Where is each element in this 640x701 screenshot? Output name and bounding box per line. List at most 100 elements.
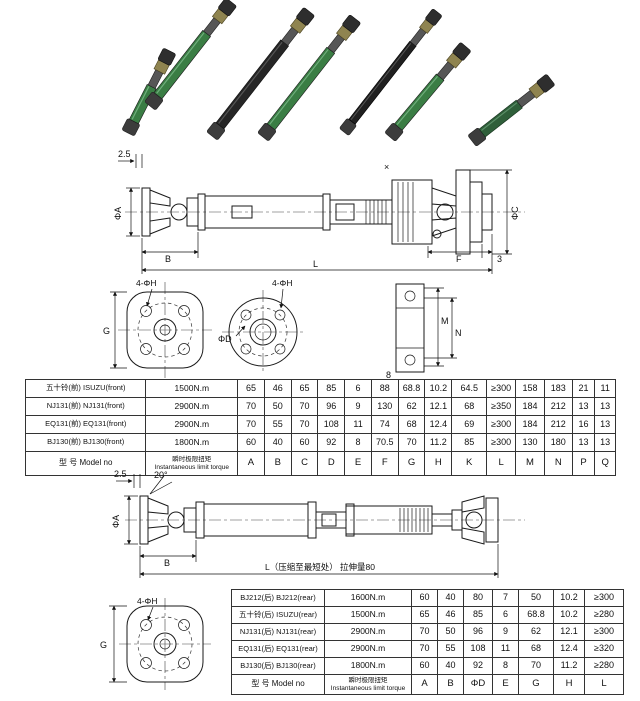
weld-mark: × <box>384 162 389 172</box>
value-cell: 11.2 <box>553 657 585 675</box>
value-cell: 108 <box>317 415 346 434</box>
value-cell: 12.1 <box>553 623 585 641</box>
torque-cell: 2900N.m <box>145 415 239 434</box>
model-cell: 五十铃(前) ISUZU(front) <box>24 379 147 398</box>
value-cell: 50 <box>518 589 554 607</box>
header-cell: K <box>451 451 488 476</box>
value-cell: 62 <box>518 623 554 641</box>
value-cell: 11.2 <box>424 433 453 452</box>
value-cell: 70 <box>518 657 554 675</box>
side-plate-view <box>395 283 457 373</box>
header-cell: L <box>584 674 624 695</box>
value-cell: 46 <box>263 379 292 398</box>
shaft-tube <box>195 501 317 539</box>
value-cell: 10.2 <box>424 379 453 398</box>
value-cell: 70 <box>397 433 426 452</box>
dim-label-phi-c: ΦC <box>510 206 520 220</box>
header-cell: C <box>290 451 319 476</box>
model-cell: NJ131(后) NJ131(rear) <box>231 623 325 641</box>
value-cell: ≥300 <box>584 589 624 607</box>
value-cell: 6 <box>344 379 372 398</box>
rear-flange-view: 4-ΦH G <box>100 596 211 690</box>
header-cell: E <box>344 451 372 476</box>
flange-view-2 <box>222 288 304 374</box>
value-cell: 64.5 <box>451 379 488 398</box>
header-cell: G <box>397 451 426 476</box>
header-cell: Q <box>594 451 616 476</box>
value-cell: 70 <box>411 623 438 641</box>
value-cell: 10.2 <box>553 589 585 607</box>
dim-label-n: N <box>455 328 462 338</box>
value-cell: 158 <box>515 379 545 398</box>
value-cell: 60 <box>411 589 438 607</box>
value-cell: 50 <box>437 623 464 641</box>
value-cell: 13 <box>594 397 616 416</box>
dim-label-phi-d: ΦD <box>218 334 232 344</box>
dim-label-phi-a: ΦA <box>111 515 121 528</box>
value-cell: 13 <box>594 433 616 452</box>
value-cell: 65 <box>237 379 265 398</box>
dimension-lines <box>116 474 499 578</box>
value-cell: 68.8 <box>397 379 426 398</box>
dim-label-g: G <box>103 326 110 336</box>
model-cell: NJ131(前) NJ131(front) <box>24 397 147 416</box>
sliding-sleeve <box>391 179 433 245</box>
value-cell: 55 <box>263 415 292 434</box>
driveshaft-photo <box>468 74 555 147</box>
product-photos <box>122 0 555 147</box>
flange-yoke <box>431 169 493 255</box>
value-cell: 13 <box>594 415 616 434</box>
driveshaft-photo <box>122 48 176 136</box>
value-cell: 13 <box>571 397 596 416</box>
dim-label-2-5: 2.5 <box>118 149 131 159</box>
value-cell: 74 <box>370 415 399 434</box>
dim-label-b: B <box>165 254 171 264</box>
dim-label-b: B <box>164 558 170 568</box>
dim-label-3: 3 <box>497 254 502 264</box>
driveshaft-photo <box>206 7 315 140</box>
value-cell: 80 <box>463 589 493 607</box>
value-cell: 68 <box>451 397 488 416</box>
holes-label-2: 4-ΦH <box>272 278 292 288</box>
sliding-sleeve <box>345 503 453 537</box>
value-cell: 40 <box>437 657 464 675</box>
value-cell: 11 <box>594 379 616 398</box>
value-cell: 68 <box>518 640 554 658</box>
dim-label-2-5: 2.5 <box>114 469 127 479</box>
dimension-lines <box>118 154 512 274</box>
value-cell: 65 <box>411 606 438 624</box>
header-cell: 瞬时极限扭矩 Instantaneous limit torque <box>145 451 239 476</box>
value-cell: ≥300 <box>486 415 517 434</box>
value-cell: 108 <box>463 640 493 658</box>
value-cell: 11 <box>492 640 519 658</box>
value-cell: 96 <box>317 397 346 416</box>
model-cell: EQ131(后) EQ131(rear) <box>231 640 325 658</box>
value-cell: 92 <box>463 657 493 675</box>
value-cell: 12.4 <box>424 415 453 434</box>
value-cell: 21 <box>571 379 596 398</box>
right-yoke <box>451 495 499 545</box>
value-cell: 180 <box>543 433 573 452</box>
model-cell: BJ130(后) BJ130(rear) <box>231 657 325 675</box>
value-cell: 16 <box>571 415 596 434</box>
value-cell: 184 <box>515 415 545 434</box>
dim-label-l: L <box>313 259 318 269</box>
header-cell: A <box>411 674 438 695</box>
model-cell: BJ130(前) BJ130(front) <box>24 433 147 452</box>
value-cell: 46 <box>437 606 464 624</box>
value-cell: 85 <box>463 606 493 624</box>
value-cell: 68.8 <box>518 606 554 624</box>
driveshaft-photo <box>385 42 471 141</box>
